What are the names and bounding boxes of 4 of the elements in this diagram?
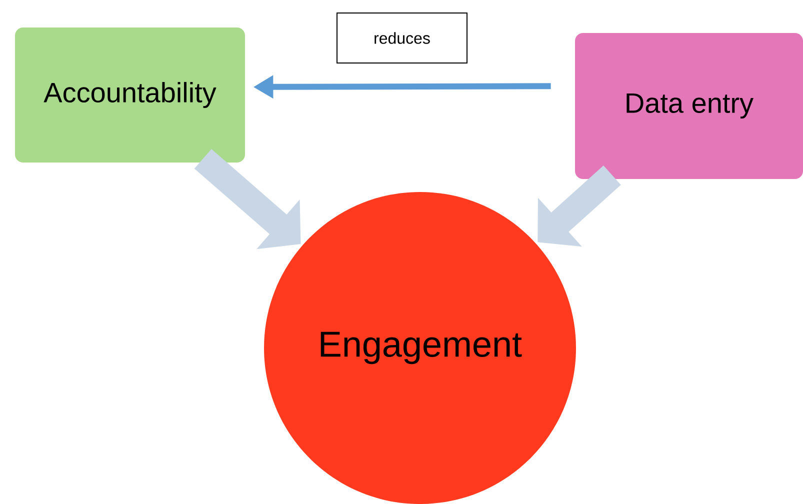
process-box: Data entry [575,33,803,179]
arrow [538,166,621,247]
edge-label: reduces [336,12,468,64]
process-box: Accountability [15,28,245,162]
